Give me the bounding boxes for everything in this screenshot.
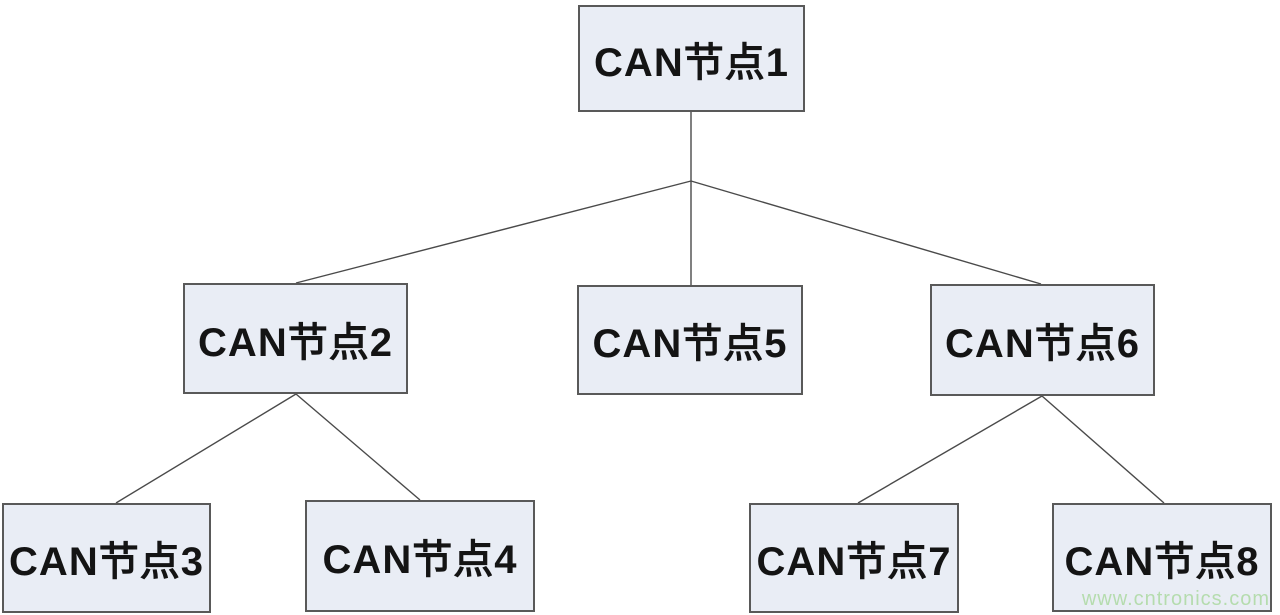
watermark-text: www.cntronics.com bbox=[1081, 588, 1270, 610]
node-can-3: CAN节点3 bbox=[2, 503, 211, 613]
edge-node1-node2 bbox=[295, 180, 692, 284]
node-can-6: CAN节点6 bbox=[930, 284, 1155, 396]
edge-node2-node4 bbox=[295, 393, 421, 501]
node-can-3-label: CAN节点3 bbox=[9, 540, 204, 584]
edge-node6-node7 bbox=[857, 395, 1043, 504]
node-can-4-label: CAN节点4 bbox=[322, 538, 518, 582]
node-can-2: CAN节点2 bbox=[183, 283, 408, 394]
node-can-8: CAN节点8 bbox=[1052, 503, 1272, 612]
node-can-6-label: CAN节点6 bbox=[945, 322, 1140, 366]
node-can-4: CAN节点4 bbox=[305, 500, 535, 612]
node-can-5: CAN节点5 bbox=[577, 285, 803, 395]
node-can-7: CAN节点7 bbox=[749, 503, 959, 613]
node-can-1-label: CAN节点1 bbox=[594, 40, 789, 85]
edge-node1-node6 bbox=[690, 180, 1042, 285]
node-can-2-label: CAN节点2 bbox=[198, 320, 393, 365]
node-can-1: CAN节点1 bbox=[578, 5, 805, 112]
edge-node2-node3 bbox=[115, 393, 297, 504]
node-can-8-label: CAN节点8 bbox=[1064, 539, 1260, 584]
node-can-5-label: CAN节点5 bbox=[592, 322, 788, 366]
node-can-7-label: CAN节点7 bbox=[756, 540, 952, 584]
edge-node6-node8 bbox=[1041, 395, 1165, 504]
